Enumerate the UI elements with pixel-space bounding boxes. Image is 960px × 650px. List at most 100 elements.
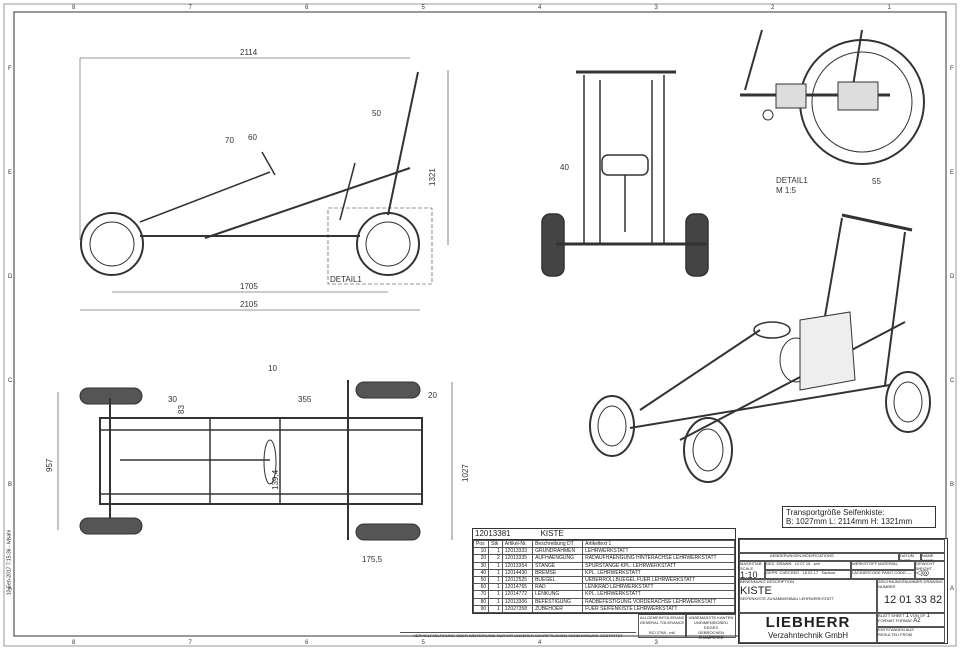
scale-value: 1:10 [740, 570, 758, 581]
dim-83: 83 [177, 405, 186, 414]
of-label: VON OF [910, 613, 926, 618]
drawing-title: KISTE [740, 584, 772, 597]
table-cell: RADBEFESTIGUNG VORDERACHSE LEHRWERKSTATT [582, 597, 735, 606]
checked-label: GEPR. CHECKED [766, 570, 800, 575]
description-label: BENENNUNG DESCRIPTION [740, 579, 795, 584]
table-cell: LEHRWERKSTATT [582, 547, 735, 556]
table-cell: 12013333 [501, 547, 534, 556]
table-cell: STANGE [532, 561, 584, 570]
table-cell: 1 [488, 604, 503, 614]
format-label: FORMAT FORMAT [878, 617, 913, 623]
checked-date: 18.02.17 [802, 570, 819, 575]
row-label: C [8, 378, 13, 384]
format-value: A2 [913, 617, 921, 624]
table-cell: FUER SEIFENKISTE LEHRWERKSTATT [582, 604, 735, 614]
row-label: A [950, 586, 954, 592]
dim-355: 355 [298, 395, 312, 404]
header-cell: Pos [472, 539, 490, 549]
dim-width: 957 [45, 458, 54, 472]
table-cell: AUFHAENGUNG [532, 554, 584, 563]
column-label: 6 [305, 640, 309, 646]
balloon-30: 30 [168, 395, 177, 404]
table-cell: LENKUNG [532, 590, 584, 599]
dim-wheelbase: 1705 [240, 282, 258, 291]
parts-list-name: KISTE [540, 529, 564, 538]
row-label: F [8, 66, 12, 72]
table-cell: 12014765 [501, 583, 534, 592]
column-label: 8 [72, 640, 76, 646]
column-label: 5 [422, 5, 426, 11]
header-cell: Artikeltext 1 [582, 539, 735, 549]
sheet-label: BLATT SHEET [878, 613, 905, 618]
table-cell: 50 [472, 576, 490, 585]
checked-name: Sartson [821, 570, 836, 575]
column-label: 4 [538, 5, 542, 11]
paint-row: LACKIERCODE PAINT CODE — [851, 570, 915, 579]
top-view: 957 1027 355 83 139,4 175,5 30 10 20 [45, 364, 470, 564]
balloon-20: 20 [428, 391, 437, 400]
table-cell: 1 [488, 561, 503, 570]
table-cell: 1 [488, 590, 503, 599]
date-label: DATUM DATE [899, 553, 921, 562]
steering-column [139, 171, 271, 223]
outer-border [3, 3, 957, 647]
company-name: LIEBHERR [765, 614, 851, 631]
edges-value: GEBROCHEN CHAMFERED [698, 630, 724, 640]
front-wheel [80, 212, 144, 276]
parts-list-number: 12013381 [475, 529, 511, 538]
header-cell: Artikel-Nr. [501, 539, 534, 549]
inner-border [13, 11, 947, 637]
sheet-value: 1 [905, 613, 909, 619]
column-labels: 8877665544332211 [72, 5, 892, 646]
dim-175: 175,5 [362, 555, 383, 564]
table-cell: 12014430 [501, 568, 534, 578]
column-label: 1 [888, 5, 892, 11]
drawn-date: 12.07.16 [794, 561, 811, 566]
drawn-name: wm [813, 561, 820, 566]
table-cell: 12027358 [501, 604, 534, 614]
table-cell: 12013335 [501, 554, 534, 563]
table-cell: 1 [488, 547, 503, 556]
modifications-label: AENDERUNGEN MODIFICATIONS [739, 553, 899, 561]
detail-label: DETAIL1 [330, 275, 362, 284]
table-cell: BREMSE [532, 568, 584, 578]
table-cell: 80 [472, 597, 490, 606]
parts-list: 12013381 KISTE Pos Stk Artikel-Nr. Beschr… [472, 528, 736, 615]
table-cell: 1 [488, 568, 503, 578]
weight-label: GEWICHT WEIGHT [916, 561, 935, 571]
column-label: 5 [422, 640, 426, 646]
balloon-70: 70 [225, 136, 234, 145]
dim-139: 139,4 [271, 469, 280, 490]
origin-label: ENTSTANDEN AUS [878, 627, 914, 632]
scale-label: MASSSTAB SCALE [740, 561, 762, 571]
table-cell: 12014772 [501, 590, 534, 599]
table-cell: RAD [532, 583, 584, 592]
table-cell: GRUNDRAHMEN [532, 547, 584, 556]
edges-label: UNBEMASSTE KANTEN UNDIMENSIONED EDGES [688, 615, 734, 630]
dim-height: 1321 [428, 168, 437, 186]
row-label: E [950, 170, 954, 176]
tolerance-label: ALLGEMEINTOLERANZ GENERAL TOLERANCE [639, 615, 685, 625]
table-cell: 20 [472, 554, 490, 563]
detail-title: DETAIL1 [776, 176, 808, 185]
table-cell: ZUBEHOER [532, 604, 584, 614]
row-label: E [8, 170, 12, 176]
parts-header-row: Pos Stk Artikel-Nr. Beschreibung DT Arti… [472, 539, 735, 549]
drawing-number-cell: ZEICHNUNGSNUMMER DRAWING NUMBER 12 01 33 … [877, 579, 945, 613]
column-label: 7 [189, 640, 193, 646]
table-cell: 12012525 [501, 576, 534, 585]
rollbar [387, 71, 419, 216]
table-cell: 60 [472, 583, 490, 592]
column-label: 7 [189, 5, 193, 11]
drawing-number-label: ZEICHNUNGSNUMMER DRAWING NUMBER [878, 579, 943, 589]
drawing-number: 12 01 33 82 [884, 593, 943, 606]
